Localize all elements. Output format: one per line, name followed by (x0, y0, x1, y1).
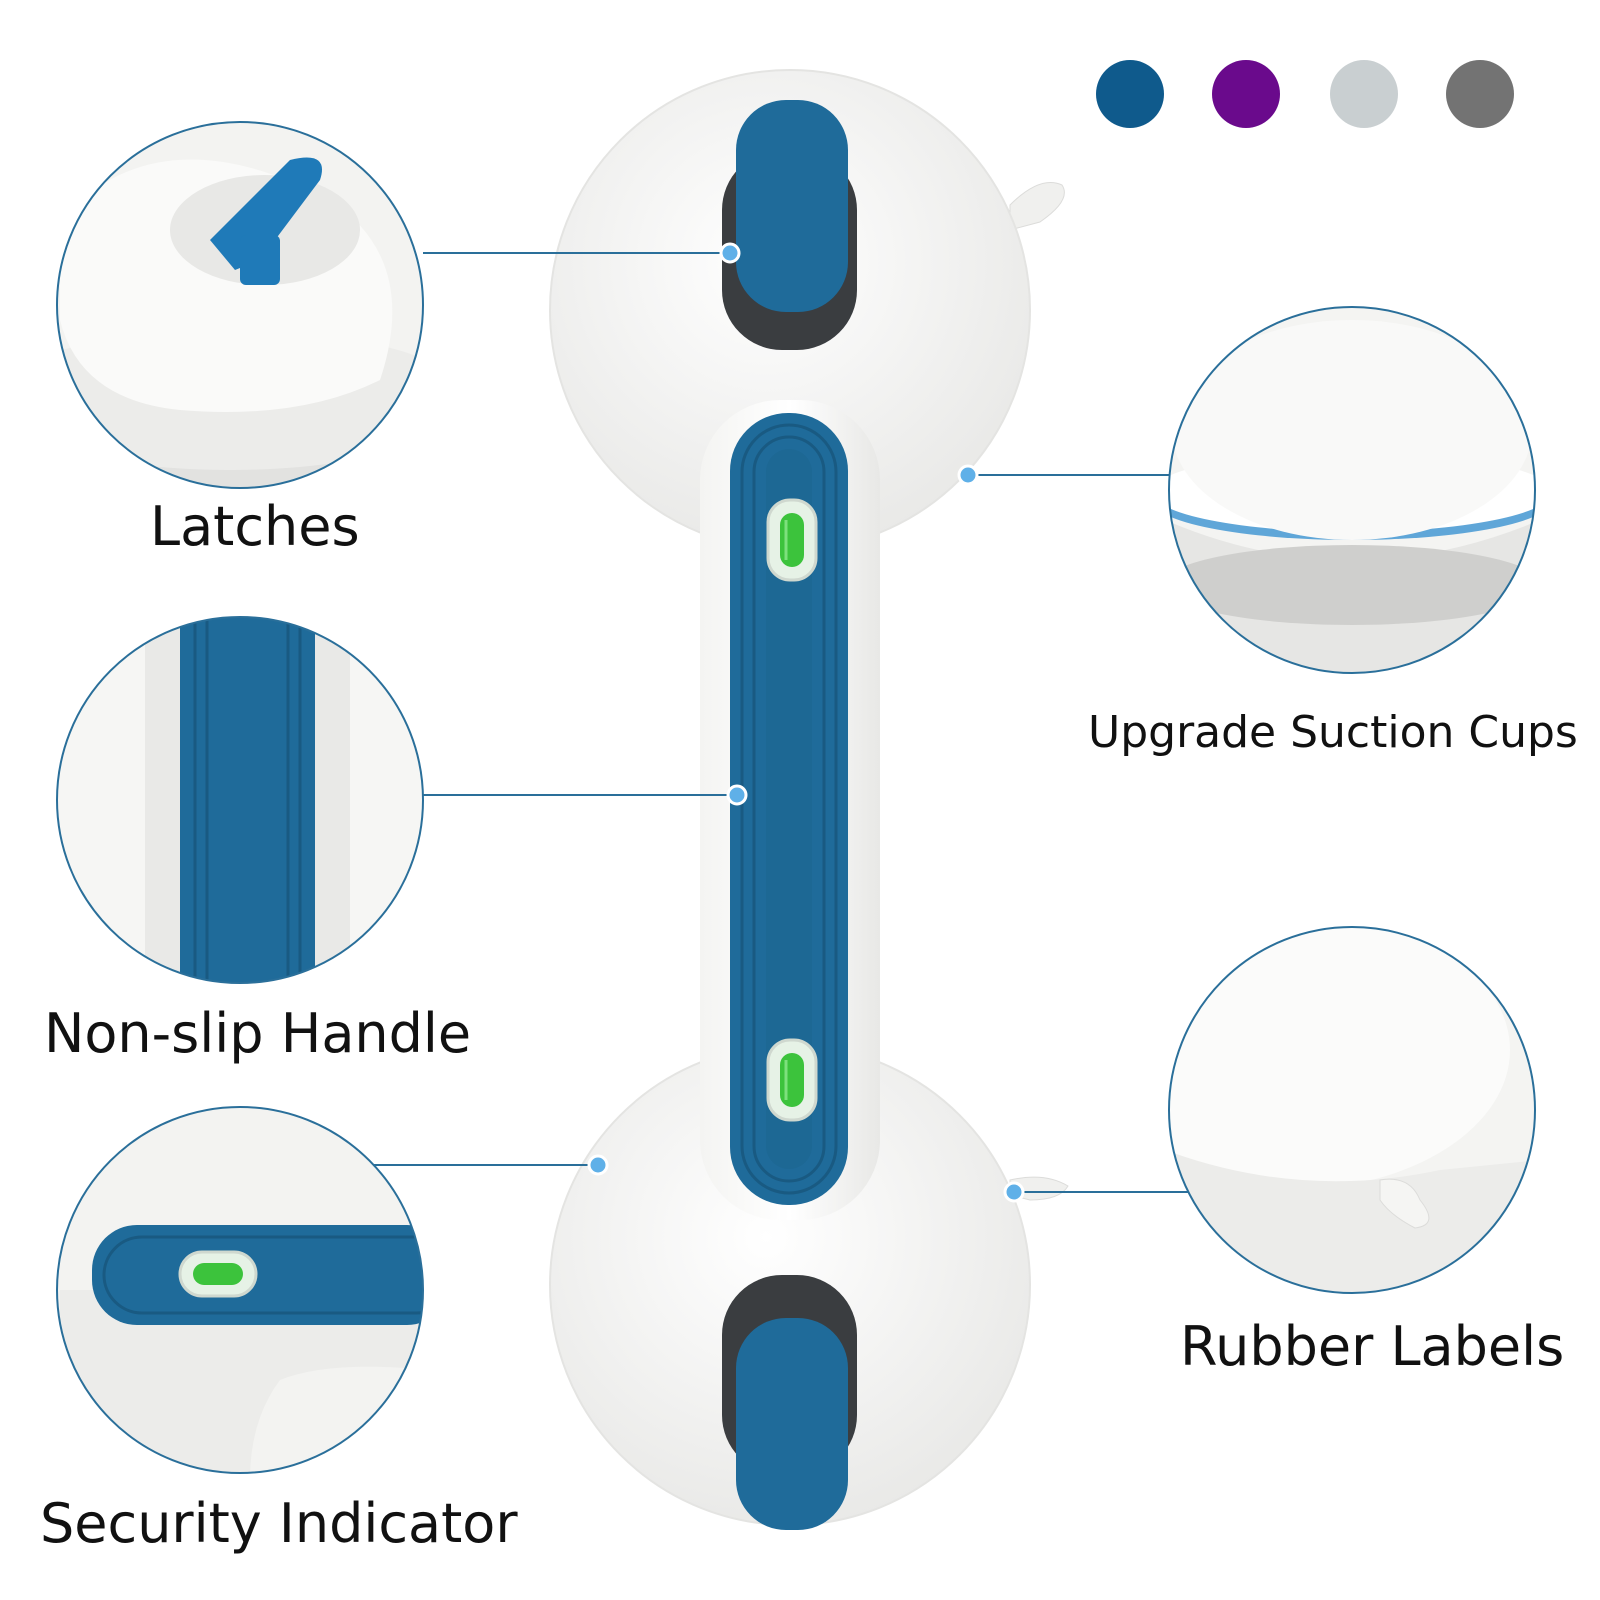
color-swatch-dark-blue[interactable] (1096, 60, 1164, 128)
latch-bottom[interactable] (722, 1275, 857, 1530)
callout-dot-handle (726, 784, 748, 806)
latch-top[interactable] (722, 100, 857, 350)
security-indicator-top (766, 498, 818, 582)
detail-latches (56, 121, 424, 489)
latch-detail-icon (210, 157, 322, 270)
label-security-indicator: Security Indicator (40, 1492, 518, 1555)
color-swatch-dark-gray[interactable] (1446, 60, 1514, 128)
callout-dot-indicator (587, 1154, 609, 1176)
grab-bar-product (549, 69, 1069, 1530)
detail-suction-cups (1168, 306, 1536, 674)
detail-non-slip-handle (56, 616, 424, 984)
callout-dot-rubber (1003, 1181, 1025, 1203)
label-non-slip-handle: Non-slip Handle (44, 1002, 472, 1065)
label-rubber-labels: Rubber Labels (1180, 1315, 1565, 1378)
color-swatch-light-gray[interactable] (1330, 60, 1398, 128)
non-slip-grip (730, 413, 848, 1205)
suction-cup-tab-top (1009, 182, 1065, 231)
color-swatch-purple[interactable] (1212, 60, 1280, 128)
color-options (1096, 60, 1514, 128)
suction-cup-tab-bottom (1009, 1176, 1069, 1201)
rubber-label-tab-icon (1379, 1178, 1430, 1229)
callout-dot-suction (957, 464, 979, 486)
label-latches: Latches (150, 495, 360, 558)
callout-dot-latches (719, 242, 741, 264)
detail-security-indicator (56, 1106, 424, 1474)
security-indicator-bottom (766, 1038, 818, 1122)
label-upgrade-suction-cups: Upgrade Suction Cups (1088, 707, 1578, 758)
callout-dots (587, 242, 1025, 1203)
callout-lines (365, 252, 1190, 1193)
detail-rubber-labels (1168, 926, 1536, 1294)
